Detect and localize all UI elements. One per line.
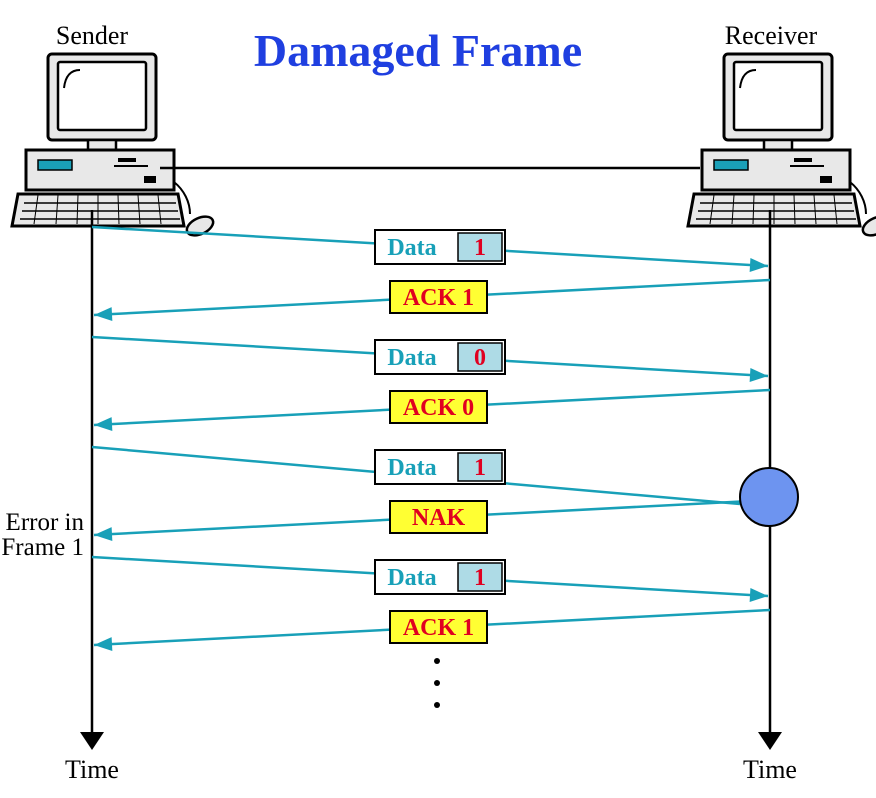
data-frame-arrow-head <box>749 367 768 382</box>
data-frame-arrow-head <box>749 587 768 602</box>
receiver-computer-icon <box>686 52 876 241</box>
nak-label: NAK <box>412 505 466 531</box>
diagram-title: Damaged Frame <box>254 25 582 76</box>
ack-box <box>389 390 488 424</box>
continuation-dot <box>434 658 440 664</box>
data-frame-label: Data <box>387 345 436 371</box>
ack-label: ACK 1 <box>403 615 474 641</box>
data-frame-label: Data <box>387 455 436 481</box>
data-frame-arrow-head <box>749 257 768 272</box>
error-note-line1: Error in <box>6 509 85 536</box>
ack-box <box>389 610 488 644</box>
sequence-number-cell <box>457 452 503 482</box>
sequence-number-cell <box>457 342 503 372</box>
receiver-time-label: Time <box>743 755 797 784</box>
sender-time-label: Time <box>65 755 119 784</box>
ack-arrow-head <box>94 307 113 322</box>
sequence-number-cell <box>457 562 503 592</box>
sender-label: Sender <box>56 21 129 50</box>
sender-timeline-arrowhead <box>80 732 104 750</box>
sequence-number-cell <box>457 232 503 262</box>
receiver-timeline-arrowhead <box>758 732 782 750</box>
sequence-number: 1 <box>474 455 486 481</box>
nak-arrow-head <box>94 527 113 542</box>
data-frame-label: Data <box>387 565 436 591</box>
ack-arrow-head <box>94 637 113 652</box>
ack-arrow-head <box>94 417 113 432</box>
continuation-dot <box>434 680 440 686</box>
sequence-number: 1 <box>474 565 486 591</box>
nak-box <box>389 500 488 534</box>
ack-box <box>389 280 488 314</box>
sequence-number: 1 <box>474 235 486 261</box>
sender-computer-icon <box>10 52 218 241</box>
error-indicator <box>739 467 799 527</box>
ack-label: ACK 1 <box>403 285 474 311</box>
receiver-label: Receiver <box>725 21 818 50</box>
ack-label: ACK 0 <box>403 395 474 421</box>
continuation-dot <box>434 702 440 708</box>
sequence-number: 0 <box>474 345 486 371</box>
error-note-line2: Frame 1 <box>1 534 84 561</box>
data-frame-label: Data <box>387 235 436 261</box>
